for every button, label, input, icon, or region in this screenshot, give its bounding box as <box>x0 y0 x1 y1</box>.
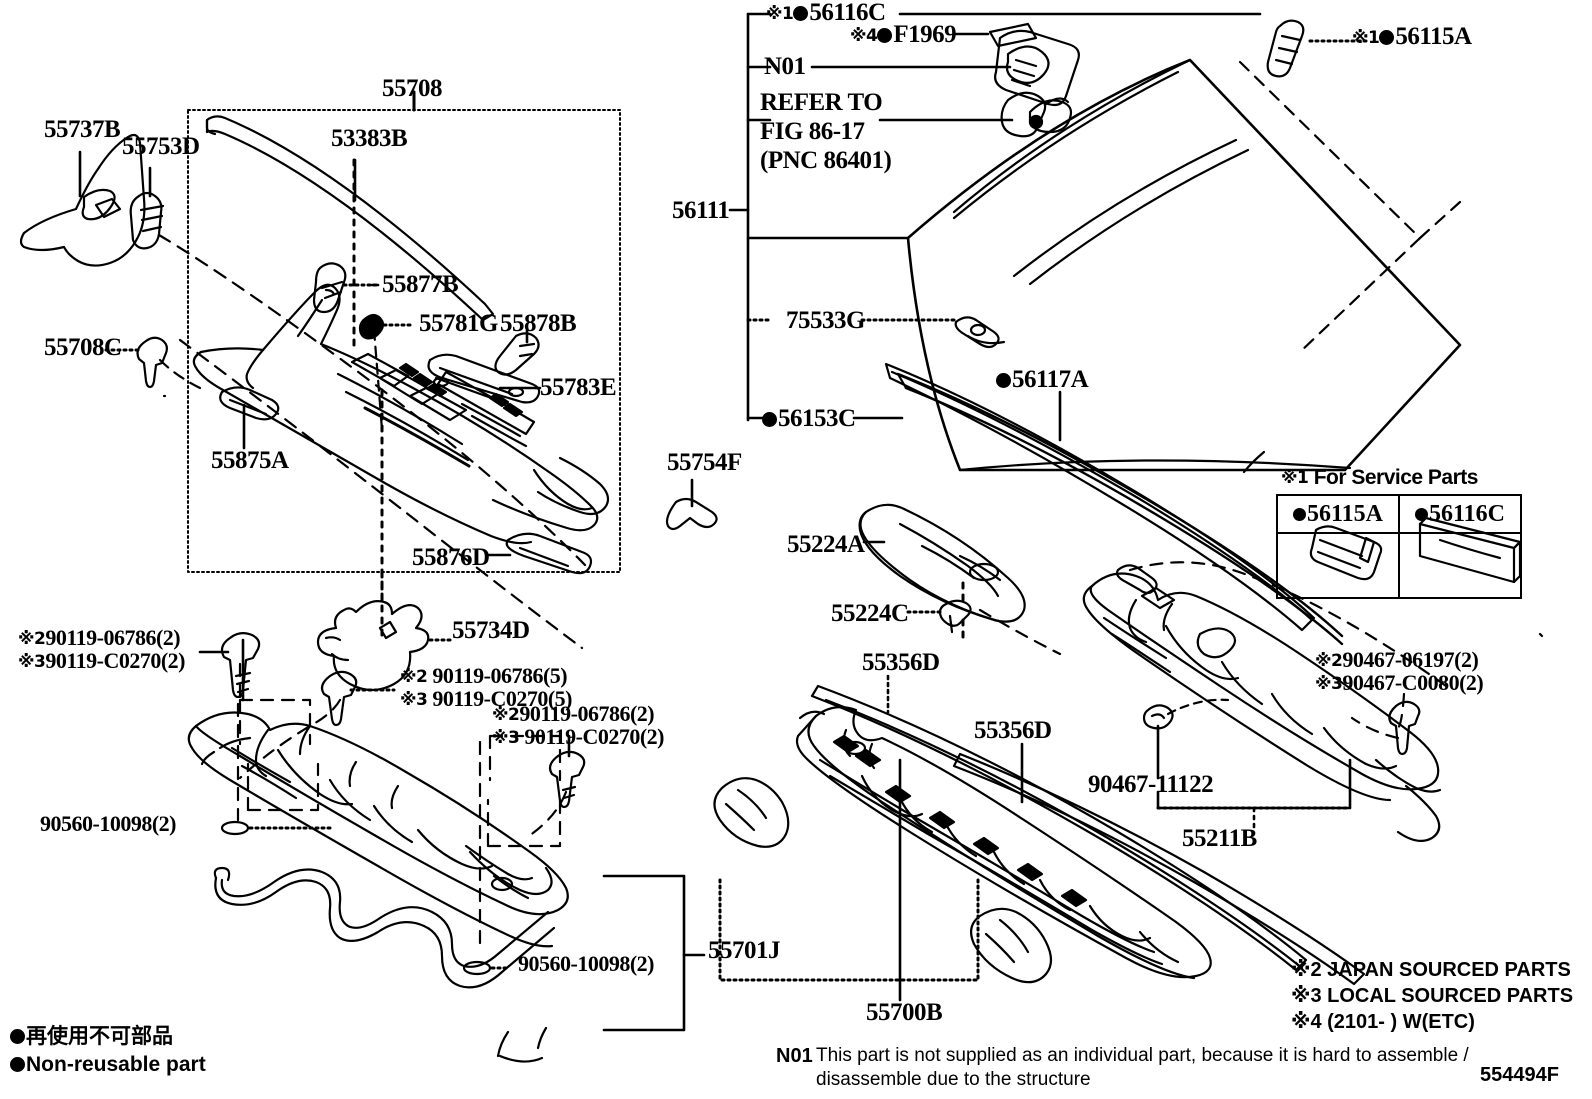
service-parts-title: ※1 For Service Parts <box>1281 466 1478 489</box>
fastener-callout-1: ※290119-06786(2) ※390119-C0270(2) <box>18 625 186 674</box>
mark-ref-3: ※3 <box>492 728 520 749</box>
label-55211b: 55211B <box>1182 825 1257 852</box>
figure-code: 554494F <box>1480 1064 1559 1086</box>
non-reusable-legend-en: Non-reusable part <box>26 1053 206 1077</box>
non-reusable-legend-en-row: Non-reusable part <box>10 1052 206 1078</box>
non-reusable-bullet-icon <box>762 412 777 427</box>
label-55737b: 55737B <box>44 116 121 143</box>
label-55876d: 55876D <box>412 544 490 571</box>
service-parts-box: 56115A 56116C <box>1276 494 1522 599</box>
fastener-part-1b: 90119-C0270(2) <box>45 648 186 674</box>
label-55224a: 55224A <box>787 531 865 558</box>
label-55781g: 55781G <box>419 310 498 337</box>
footnote-n01-line2: disassemble due to the structure <box>816 1069 1091 1090</box>
service-parts-col1-image <box>1278 534 1400 599</box>
label-55754f: 55754F <box>667 449 742 476</box>
service-parts-col1-header: 56115A <box>1278 496 1400 532</box>
refer-line-2: FIG 86-17 <box>760 117 865 145</box>
non-reusable-bullet-icon <box>1414 507 1428 521</box>
fastener-part-2b: 90119-C0270(5) <box>432 686 573 712</box>
label-55356d-2: 55356D <box>974 717 1052 744</box>
service-parts-body <box>1278 534 1520 599</box>
label-90467-11122: 90467-11122 <box>1088 771 1214 798</box>
mark-ref-3: ※3 <box>400 690 428 711</box>
fastener-callout-3: ※290119-06786(2) ※3 90119-C0270(2) <box>492 701 665 750</box>
label-55753d: 55753D <box>122 133 200 160</box>
fastener-part-3a: 90119-06786(2) <box>519 701 655 726</box>
footnote-n01-line1: This part is not supplied as an individu… <box>816 1045 1469 1066</box>
footnote-n01-key: N01 <box>776 1045 813 1067</box>
label-56153c: 56153C <box>762 405 856 432</box>
footnote-japan-sourced: ※2 JAPAN SOURCED PARTS <box>1291 959 1571 981</box>
label-90560-10098-a: 90560-10098(2) <box>40 811 176 836</box>
mark-ref-2: ※2 <box>1315 651 1343 671</box>
non-reusable-bullet-icon <box>1379 30 1395 45</box>
non-reusable-bullet-icon <box>10 1057 25 1073</box>
non-reusable-legend-jp: 再使用不可部品 <box>26 1024 173 1048</box>
refer-line-3: (PNC 86401) <box>760 146 892 174</box>
fastener-part-2a: 90119-06786(5) <box>432 663 568 688</box>
non-reusable-bullet-icon <box>1292 507 1306 521</box>
mark-ref-1: ※1 <box>1352 28 1380 48</box>
fastener-part-4b: 90467-C0080(2) <box>1342 670 1484 696</box>
label-56117a: 56117A <box>996 366 1089 393</box>
mark-ref-2: ※2 <box>400 667 428 687</box>
service-parts-header: 56115A 56116C <box>1278 496 1520 534</box>
fastener-part-1a: 90119-06786(2) <box>45 625 181 650</box>
label-55877b: 55877B <box>382 271 459 298</box>
label-90560-10098-b: 90560-10098(2) <box>518 951 654 976</box>
non-reusable-bullet-icon <box>10 1029 25 1044</box>
label-55708c: 55708C <box>44 334 122 361</box>
mark-ref-2: ※2 <box>18 629 46 649</box>
mark-ref-1: ※1 <box>1281 468 1309 488</box>
label-55875a: 55875A <box>211 447 289 474</box>
mark-ref-3: ※3 <box>18 652 46 673</box>
label-55356d-1: 55356D <box>862 649 940 676</box>
fastener-callout-4: ※290467-06197(2) ※390467-C0080(2) <box>1315 647 1484 696</box>
mark-ref-1: ※1 <box>766 4 794 24</box>
label-55783e: 55783E <box>540 374 617 401</box>
non-reusable-legend: 再使用不可部品 Non-reusable part <box>10 1023 206 1079</box>
label-n01: N01 <box>764 53 806 80</box>
footnote-ref4: ※4 (2101- ) W(ETC) <box>1291 1011 1475 1033</box>
label-75533g: 75533G <box>786 307 865 334</box>
non-reusable-bullet-icon <box>996 373 1011 388</box>
non-reusable-legend-jp-row: 再使用不可部品 <box>10 1023 206 1049</box>
label-55700b: 55700B <box>866 999 943 1026</box>
non-reusable-bullet-icon <box>793 6 809 21</box>
label-55224c: 55224C <box>831 600 909 627</box>
mark-ref-2: ※2 <box>492 705 520 725</box>
mark-ref-3: ※3 <box>1315 674 1343 695</box>
label-refer-to-fig: REFER TO FIG 86-17 (PNC 86401) <box>760 89 892 175</box>
fastener-part-4a: 90467-06197(2) <box>1342 647 1479 672</box>
label-55734d: 55734D <box>452 617 530 644</box>
refer-line-1: REFER TO <box>760 89 883 116</box>
fastener-callout-2: ※2 90119-06786(5) ※3 90119-C0270(5) <box>400 663 573 712</box>
label-56111: 56111 <box>672 197 730 224</box>
label-55878b: 55878B <box>500 310 577 337</box>
label-55701j: 55701J <box>708 937 781 964</box>
non-reusable-bullet-icon <box>877 28 893 43</box>
footnote-local-sourced: ※3 LOCAL SOURCED PARTS <box>1291 985 1574 1007</box>
label-53383b: 53383B <box>331 125 408 152</box>
fastener-part-3b: 90119-C0270(2) <box>524 724 665 750</box>
service-parts-col2-image <box>1400 534 1520 599</box>
label-55708: 55708 <box>382 75 443 102</box>
mark-ref-4: ※4 <box>850 26 878 46</box>
service-parts-col2-header: 56116C <box>1400 496 1520 532</box>
